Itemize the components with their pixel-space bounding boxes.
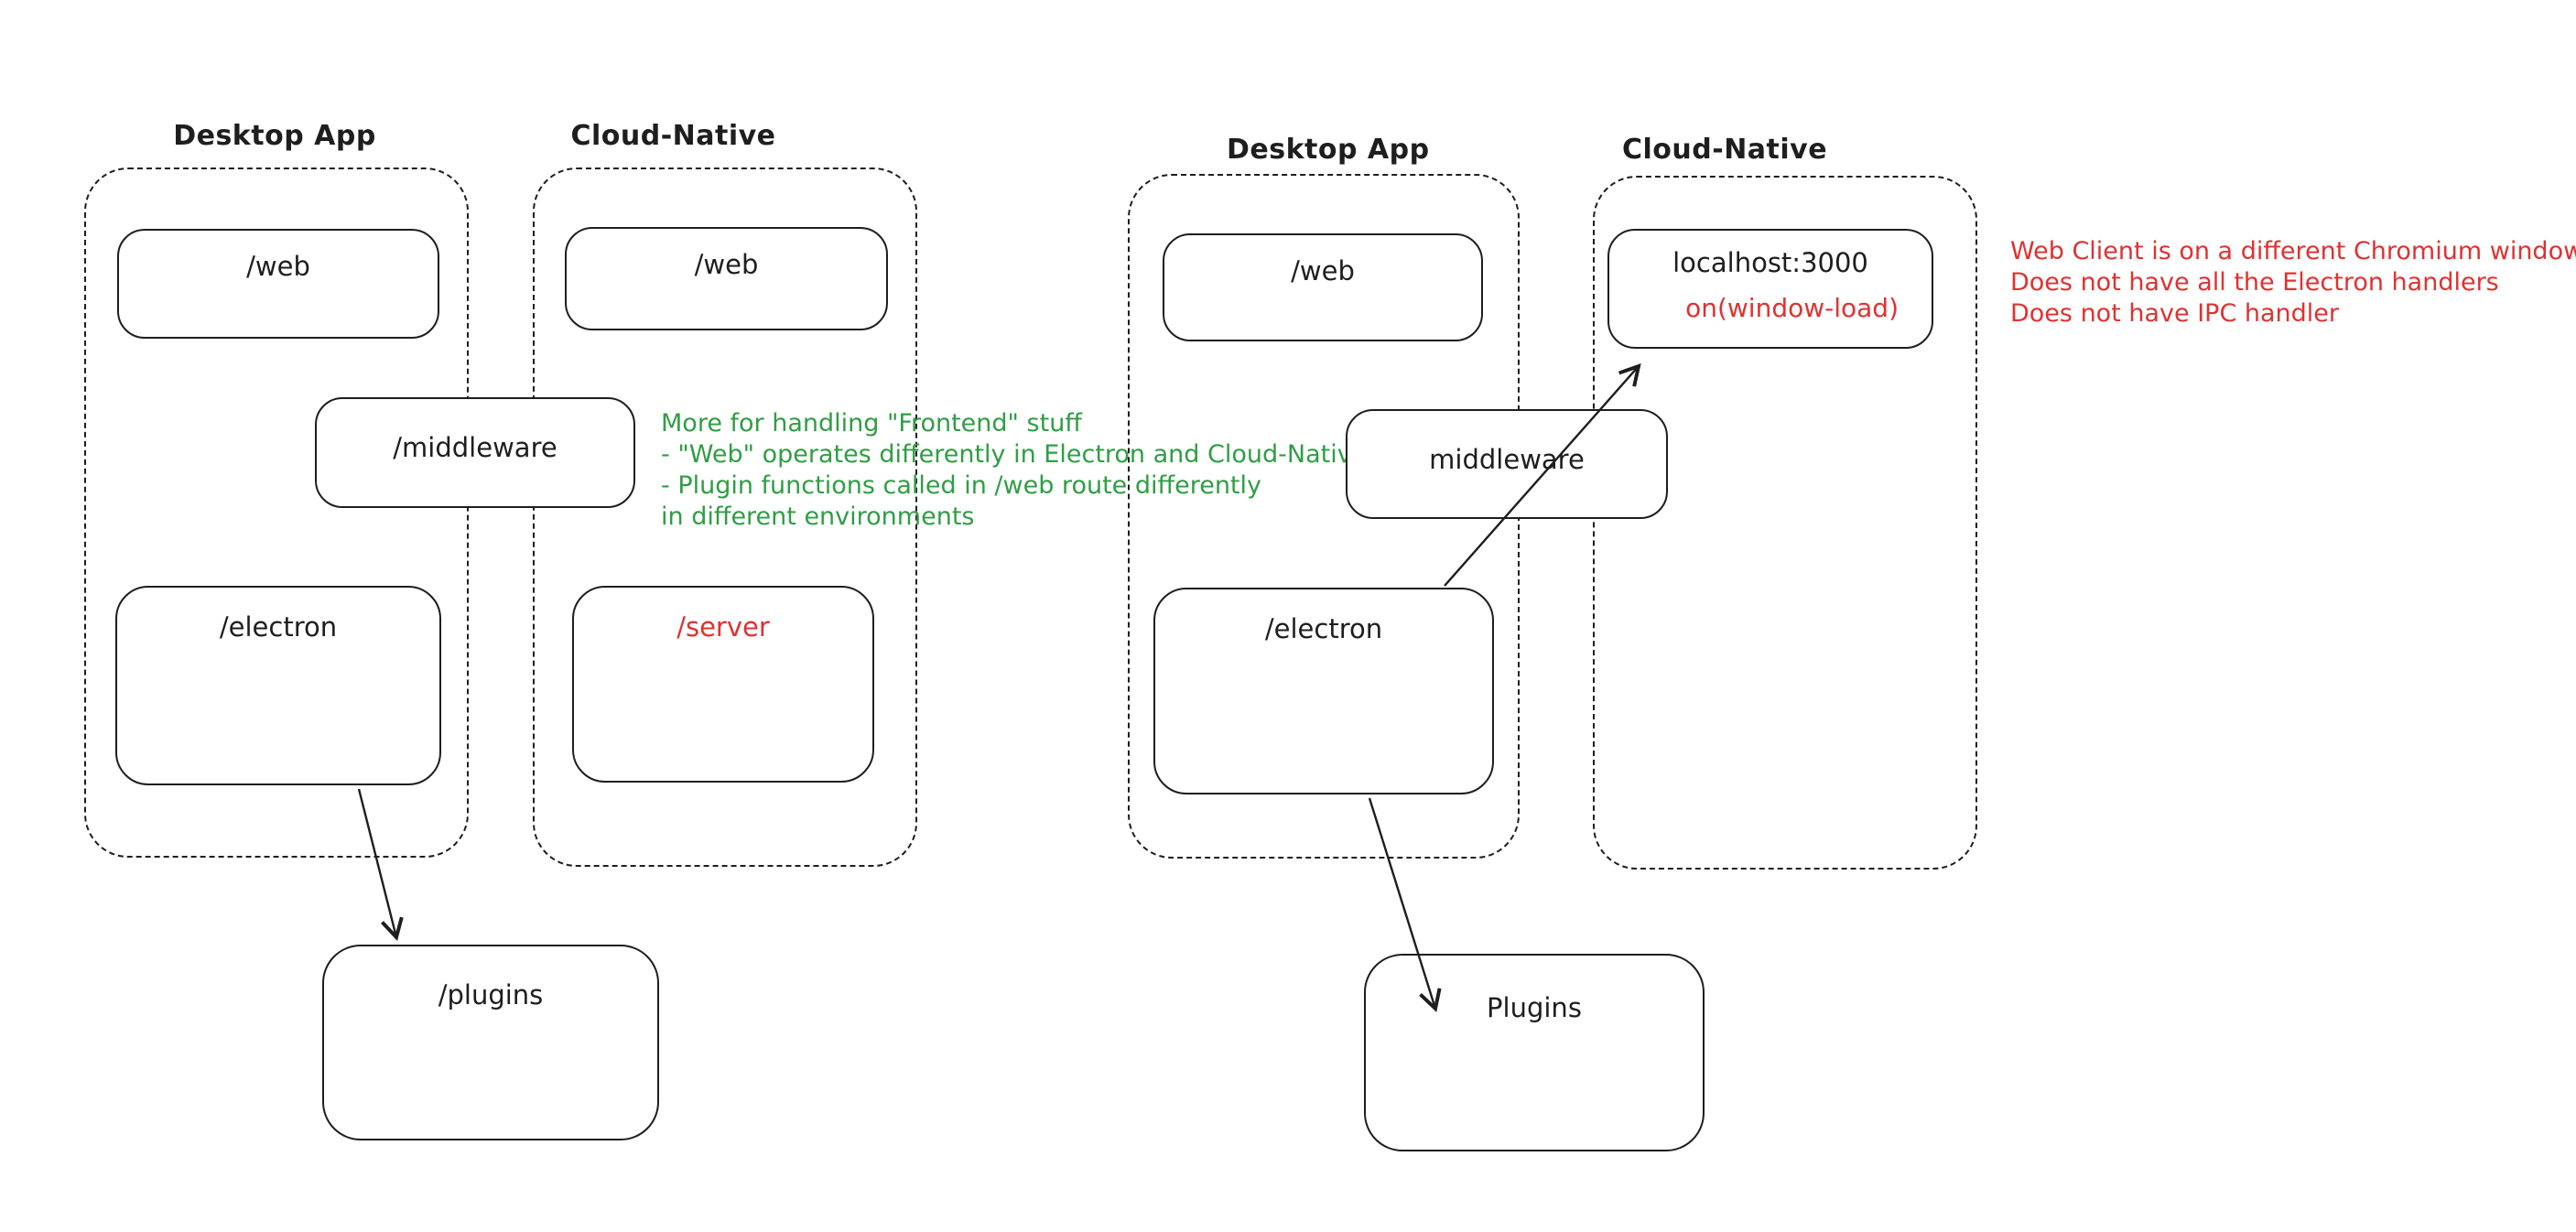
red-annotation-line-3: Does not have IPC handler — [2010, 299, 2340, 328]
green-annotation-line-4: in different environments — [661, 503, 975, 531]
left-electron-label: /electron — [219, 611, 338, 643]
right-electron-label: /electron — [1264, 613, 1383, 644]
right-window-load-label: on(window-load) — [1685, 293, 1899, 323]
left-middleware-box[interactable]: /middleware — [315, 397, 635, 508]
right-desktop-web-label: /web — [1291, 255, 1355, 286]
left-server-label: /server — [676, 611, 770, 643]
right-localhost-box[interactable]: localhost:3000 on(window-load) — [1607, 229, 1933, 349]
right-localhost-label: localhost:3000 — [1672, 247, 1868, 278]
right-cloud-native-label[interactable]: Cloud-Native — [1622, 134, 1828, 166]
left-plugins-label: /plugins — [438, 979, 544, 1010]
green-annotation[interactable]: More for handling "Frontend" stuff - "We… — [661, 408, 1367, 533]
left-cloud-native-label[interactable]: Cloud-Native — [570, 120, 776, 152]
right-middleware-label: middleware — [1429, 444, 1585, 475]
left-plugins-box[interactable]: /plugins — [322, 945, 659, 1140]
right-desktop-app-label[interactable]: Desktop App — [1227, 134, 1430, 166]
left-server-box[interactable]: /server — [572, 586, 874, 783]
left-desktop-web-box[interactable]: /web — [117, 229, 439, 339]
right-middleware-box[interactable]: middleware — [1346, 409, 1668, 519]
left-cloud-native-container[interactable] — [533, 168, 917, 867]
left-middleware-label: /middleware — [393, 432, 557, 463]
left-desktop-app-container[interactable] — [84, 168, 469, 858]
right-plugins-label: Plugins — [1487, 992, 1582, 1023]
green-annotation-line-2: - "Web" operates differently in Electron… — [661, 440, 1368, 469]
red-annotation-line-1: Web Client is on a different Chromium wi… — [2010, 237, 2576, 265]
right-desktop-web-box[interactable]: /web — [1163, 233, 1483, 341]
left-electron-box[interactable]: /electron — [115, 586, 441, 785]
green-annotation-line-3: - Plugin functions called in /web route … — [661, 471, 1262, 500]
left-desktop-web-label: /web — [246, 251, 310, 282]
red-annotation[interactable]: Web Client is on a different Chromium wi… — [2010, 236, 2576, 330]
left-cloud-web-label: /web — [694, 249, 759, 280]
left-desktop-app-label[interactable]: Desktop App — [173, 120, 376, 152]
right-electron-box[interactable]: /electron — [1153, 588, 1494, 794]
red-annotation-line-2: Does not have all the Electron handlers — [2010, 268, 2499, 297]
left-cloud-web-box[interactable]: /web — [565, 227, 888, 330]
right-plugins-box[interactable]: Plugins — [1364, 954, 1705, 1151]
green-annotation-line-1: More for handling "Frontend" stuff — [661, 409, 1082, 438]
